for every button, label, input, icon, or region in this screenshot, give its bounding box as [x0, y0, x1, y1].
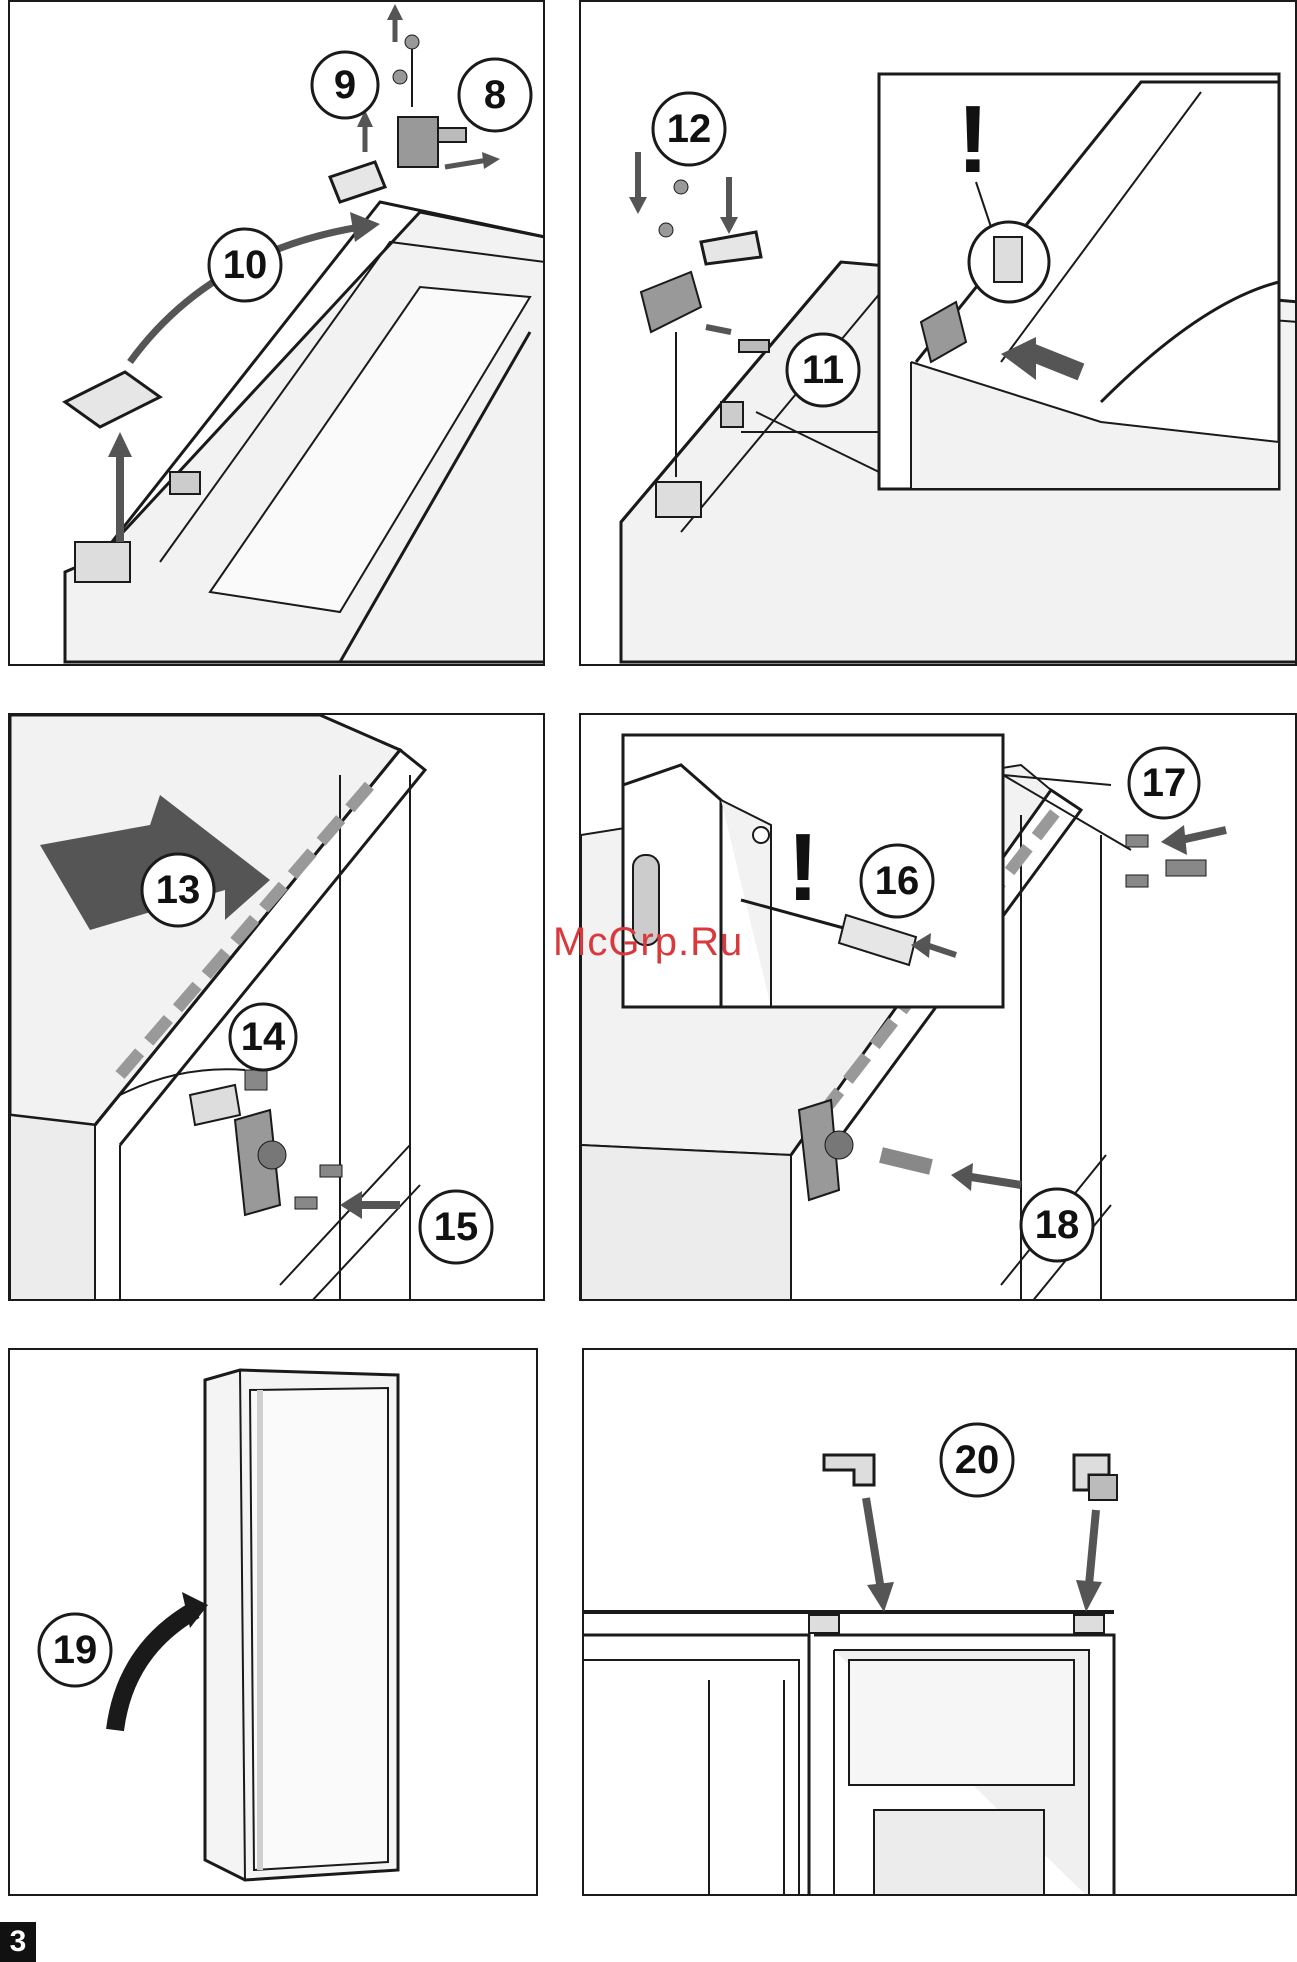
panel-c-illustration: 13 14 15 [10, 715, 545, 1301]
step-number-8: 8 [484, 73, 506, 117]
panel-e-illustration: 19 [10, 1350, 538, 1896]
step-number-11: 11 [802, 348, 844, 392]
watermark: McGrp.Ru [553, 920, 743, 965]
panel-f-cover-caps: 20 [582, 1348, 1297, 1896]
step-number-15: 15 [434, 1205, 479, 1249]
page-number: 3 [0, 1922, 36, 1962]
step-number-12: 12 [667, 107, 712, 151]
panel-b-illustration: ! 12 11 [581, 2, 1297, 666]
panel-f-illustration: 20 [584, 1350, 1297, 1896]
panel-d-door-fixing: ! 17 16 18 [579, 713, 1297, 1301]
step-number-9: 9 [334, 63, 356, 107]
step-number-14: 14 [241, 1015, 286, 1059]
warning-mark-d: ! [787, 814, 819, 921]
step-number-10: 10 [223, 243, 268, 287]
panel-e-appliance-insert: 19 [8, 1348, 538, 1896]
step-number-20: 20 [955, 1438, 1000, 1482]
step-number-19: 19 [53, 1628, 98, 1672]
step-number-17: 17 [1142, 761, 1187, 805]
panel-a-hinge-removal: 9 8 10 [8, 0, 545, 666]
panel-a-illustration: 9 8 10 [10, 2, 545, 666]
panel-c-door-hinge: 13 14 15 [8, 713, 545, 1301]
panel-d-illustration: ! 17 16 18 [581, 715, 1297, 1301]
step-number-16: 16 [875, 859, 920, 903]
step-number-13: 13 [156, 868, 201, 912]
panel-b-hinge-mount: ! 12 11 [579, 0, 1297, 666]
step-number-18: 18 [1035, 1203, 1080, 1247]
warning-mark-b: ! [957, 86, 989, 193]
